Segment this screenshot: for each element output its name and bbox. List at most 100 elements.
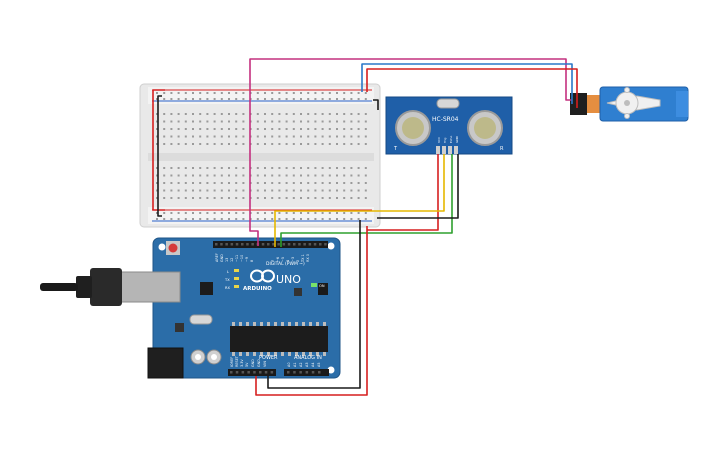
breadboard-hole <box>285 189 288 192</box>
breadboard-hole <box>170 218 173 220</box>
breadboard-hole <box>328 128 331 130</box>
chip-leg <box>246 322 249 326</box>
breadboard-hole <box>336 98 338 100</box>
breadboard-hole <box>343 197 346 199</box>
breadboard-hole <box>343 174 346 177</box>
breadboard-hole <box>292 98 295 100</box>
breadboard-hole <box>278 218 281 220</box>
header-pin <box>303 243 306 246</box>
header-pin <box>235 243 239 246</box>
pwr-label-5v: 5V <box>245 362 249 367</box>
header-pin <box>230 243 234 246</box>
breadboard-hole <box>285 167 288 169</box>
breadboard-hole <box>285 135 288 138</box>
breadboard-hole <box>292 92 295 94</box>
breadboard-hole <box>184 174 187 177</box>
header-pin <box>293 243 296 246</box>
breadboard-hole <box>170 197 173 199</box>
chip-leg <box>232 352 235 356</box>
breadboard-hole <box>350 167 353 169</box>
breadboard-hole <box>206 98 209 100</box>
header-pin <box>319 243 322 246</box>
breadboard-hole <box>163 113 166 115</box>
breadboard-hole <box>357 135 360 138</box>
breadboard-hole <box>264 197 266 199</box>
breadboard-hole <box>278 120 281 123</box>
breadboard-hole <box>292 167 295 169</box>
breadboard-hole <box>314 120 317 123</box>
pin-label-4: 4 <box>286 260 290 262</box>
breadboard-hole <box>271 212 274 214</box>
chip-leg <box>232 322 235 326</box>
breadboard-hole <box>242 218 245 220</box>
breadboard-hole <box>192 128 194 130</box>
rx-label: RX <box>225 286 230 290</box>
breadboard-hole <box>220 197 223 199</box>
breadboard-hole <box>256 92 259 94</box>
pin-label-tx1: TX 1 <box>301 254 305 263</box>
breadboard-hole <box>184 113 187 115</box>
breadboard-hole <box>220 120 223 123</box>
breadboard-hole <box>235 143 238 145</box>
header-pin <box>270 371 274 374</box>
header-pin <box>215 243 218 246</box>
pin-label-gnd: GND <box>220 254 224 262</box>
pin-label-10: ~10 <box>240 255 244 262</box>
breadboard-hole <box>199 92 202 94</box>
breadboard-hole <box>163 218 166 220</box>
breadboard-hole <box>192 218 194 220</box>
breadboard-hole <box>336 143 338 145</box>
breadboard-hole <box>271 120 274 123</box>
breadboard-hole <box>364 218 367 220</box>
breadboard-hole <box>271 218 274 220</box>
breadboard-hole <box>206 182 209 184</box>
breadboard-hole <box>271 189 274 192</box>
breadboard-hole <box>357 143 360 145</box>
breadboard-hole <box>364 143 367 145</box>
breadboard-hole <box>292 135 295 138</box>
breadboard-hole <box>278 143 281 145</box>
header-pin <box>298 243 301 246</box>
breadboard-hole <box>256 182 259 184</box>
header-pin <box>267 243 270 246</box>
breadboard-hole <box>264 167 266 169</box>
breadboard-hole <box>343 167 346 169</box>
breadboard-hole <box>256 120 259 123</box>
breadboard-hole <box>336 128 338 130</box>
breadboard-hole <box>336 182 338 184</box>
breadboard-hole <box>213 128 216 130</box>
wire-red-servo-power <box>366 68 578 108</box>
pin-label-9: ~9 <box>245 257 249 262</box>
breadboard-hole <box>170 174 173 177</box>
breadboard-hole <box>321 197 324 199</box>
breadboard-hole <box>199 128 202 130</box>
chip-leg <box>316 352 319 356</box>
breadboard-hole <box>156 174 158 177</box>
hc-sr04-sensor: HC-SR04 T R VCC Trig Echo GND <box>385 96 513 155</box>
breadboard-hole <box>350 174 353 177</box>
breadboard-hole <box>184 212 187 214</box>
breadboard-hole <box>242 143 245 145</box>
breadboard-hole <box>156 212 158 214</box>
digital-label: DIGITAL (PWM ~) <box>266 261 305 267</box>
breadboard-hole <box>228 189 230 192</box>
breadboard-hole <box>336 113 338 115</box>
breadboard-hole <box>192 113 194 115</box>
breadboard-hole <box>242 92 245 94</box>
header-pin <box>246 243 249 246</box>
pwr-label-gnd2: GND <box>257 359 261 367</box>
breadboard-hole <box>307 197 310 199</box>
analog-label-a4: A4 <box>311 363 315 367</box>
breadboard-hole <box>285 174 288 177</box>
chip-leg <box>281 352 284 356</box>
breadboard-hole <box>278 182 281 184</box>
breadboard-hole <box>170 98 173 100</box>
breadboard-hole <box>184 143 187 145</box>
breadboard-hole <box>156 182 158 184</box>
breadboard-hole <box>328 174 331 177</box>
breadboard-hole <box>350 113 353 115</box>
pin-label-8: 8 <box>250 260 254 262</box>
wire-black-bb-top <box>373 99 379 110</box>
chip-leg <box>253 352 256 356</box>
breadboard-hole <box>321 120 324 123</box>
